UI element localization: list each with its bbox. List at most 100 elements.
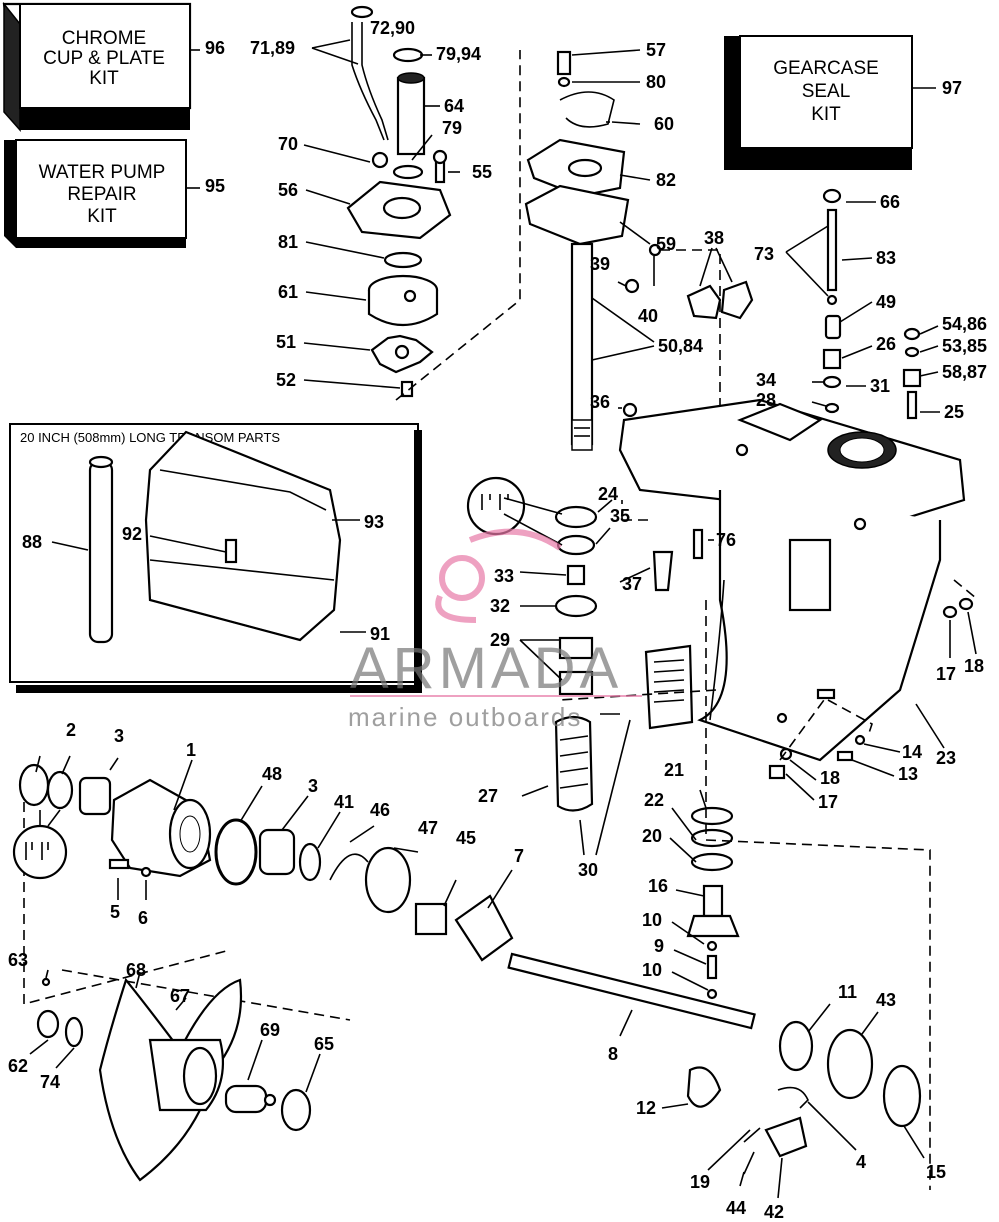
- callout-17-lower: 17: [818, 792, 838, 812]
- callout-7: 7: [514, 846, 524, 866]
- callout-19: 19: [690, 1172, 710, 1192]
- inset-callout-91: 91: [370, 624, 390, 644]
- chrome-kit-line-2: CUP & PLATE: [43, 48, 165, 69]
- callout-12: 12: [636, 1098, 656, 1118]
- callout-48: 48: [262, 764, 282, 784]
- callout-3-left: 3: [114, 726, 124, 746]
- callout-79: 79: [442, 118, 462, 138]
- gearcase-kit-number: 97: [942, 78, 962, 98]
- callout-62: 62: [8, 1056, 28, 1076]
- callout-59: 59: [656, 234, 676, 254]
- inset-callout-93: 93: [364, 512, 384, 532]
- gearcase-kit-line-1: GEARCASE: [773, 58, 879, 79]
- long-transom-inset: 20 INCH (508mm) LONG TRANSOM PARTS 88 92…: [9, 423, 422, 693]
- water-pump-kit-number: 95: [205, 176, 225, 196]
- callout-79-94: 79,94: [436, 44, 481, 64]
- callout-4: 4: [856, 1152, 866, 1172]
- callout-71-89: 71,89: [250, 38, 295, 58]
- callout-64: 64: [444, 96, 464, 116]
- callout-28: 28: [756, 390, 776, 410]
- callout-72-90: 72,90: [370, 18, 415, 38]
- callout-55: 55: [472, 162, 492, 182]
- propeller-shaft-assembly: [12, 755, 756, 1037]
- callout-81: 81: [278, 232, 298, 252]
- chrome-kit-number: 96: [205, 38, 225, 58]
- callout-14: 14: [902, 742, 922, 762]
- callout-74: 74: [40, 1072, 60, 1092]
- propeller-parts: [29, 969, 351, 1182]
- callout-3-right: 3: [308, 776, 318, 796]
- callout-35: 35: [610, 506, 630, 526]
- callout-numbers: 72,90 71,89 79,94 64 79 70 55 56 81 61 5…: [8, 18, 987, 1222]
- gearcase-housing: [618, 398, 966, 762]
- callout-58-87: 58,87: [942, 362, 987, 382]
- callout-30: 30: [578, 860, 598, 880]
- watermark-brand: ARMADA: [350, 636, 622, 701]
- callout-44: 44: [726, 1198, 746, 1218]
- watermark-logo-arc: [468, 528, 562, 551]
- callout-20: 20: [642, 826, 662, 846]
- callout-53-85: 53,85: [942, 336, 987, 356]
- callout-67: 67: [170, 986, 190, 1006]
- callout-2: 2: [66, 720, 76, 740]
- callout-57: 57: [646, 40, 666, 60]
- inset-callout-88: 88: [22, 532, 42, 552]
- water-pump-parts: [346, 5, 452, 398]
- watermark-tagline: marine outboards: [348, 702, 582, 732]
- callout-42: 42: [764, 1202, 784, 1222]
- gearcase-kit-line-2: SEAL: [802, 81, 851, 102]
- bearing-seal-stack: [466, 476, 717, 856]
- callout-15: 15: [926, 1162, 946, 1182]
- callout-32: 32: [490, 596, 510, 616]
- callout-50-84: 50,84: [658, 336, 703, 356]
- inset-title: 20 INCH (508mm) LONG TRANSOM PARTS: [20, 430, 280, 445]
- callout-60: 60: [654, 114, 674, 134]
- callout-37: 37: [622, 574, 642, 594]
- callout-63: 63: [8, 950, 28, 970]
- armada-watermark: ARMADA marine outboards: [348, 528, 642, 732]
- callout-46: 46: [370, 800, 390, 820]
- callout-82: 82: [656, 170, 676, 190]
- callout-23: 23: [936, 748, 956, 768]
- callout-13: 13: [898, 764, 918, 784]
- lower-hardware: [768, 579, 977, 801]
- callout-73: 73: [754, 244, 774, 264]
- callout-25: 25: [944, 402, 964, 422]
- callout-76: 76: [716, 530, 736, 550]
- callout-34: 34: [756, 370, 776, 390]
- callout-40: 40: [638, 306, 658, 326]
- callout-8: 8: [608, 1044, 618, 1064]
- water-pump-kit-line-1: WATER PUMP: [39, 162, 166, 183]
- callout-24: 24: [598, 484, 618, 504]
- callout-38: 38: [704, 228, 724, 248]
- callout-22: 22: [644, 790, 664, 810]
- callout-29: 29: [490, 630, 510, 650]
- callout-18-right: 18: [964, 656, 984, 676]
- callout-47: 47: [418, 818, 438, 838]
- callout-36: 36: [590, 392, 610, 412]
- chrome-kit-line-3: KIT: [89, 68, 119, 89]
- callout-68: 68: [126, 960, 146, 980]
- callout-43: 43: [876, 990, 896, 1010]
- callout-54-86: 54,86: [942, 314, 987, 334]
- water-pump-kit-line-3: KIT: [87, 206, 117, 227]
- callout-17-right: 17: [936, 664, 956, 684]
- callout-9: 9: [654, 936, 664, 956]
- chrome-cup-plate-kit-box: CHROME CUP & PLATE KIT 96: [2, 1, 225, 132]
- callout-69: 69: [260, 1020, 280, 1040]
- callout-70: 70: [278, 134, 298, 154]
- water-pump-repair-kit-box: WATER PUMP REPAIR KIT 95: [4, 139, 225, 248]
- callout-26: 26: [876, 334, 896, 354]
- callout-65: 65: [314, 1034, 334, 1054]
- watermark-logo-curl: [435, 594, 477, 623]
- callout-11: 11: [838, 982, 857, 1002]
- callout-61: 61: [278, 282, 298, 302]
- callout-33: 33: [494, 566, 514, 586]
- water-pump-kit-line-2: REPAIR: [67, 184, 136, 205]
- callout-10-upper: 10: [642, 910, 662, 930]
- callout-49: 49: [876, 292, 896, 312]
- callout-56: 56: [278, 180, 298, 200]
- watermark-logo-ring: [439, 555, 485, 601]
